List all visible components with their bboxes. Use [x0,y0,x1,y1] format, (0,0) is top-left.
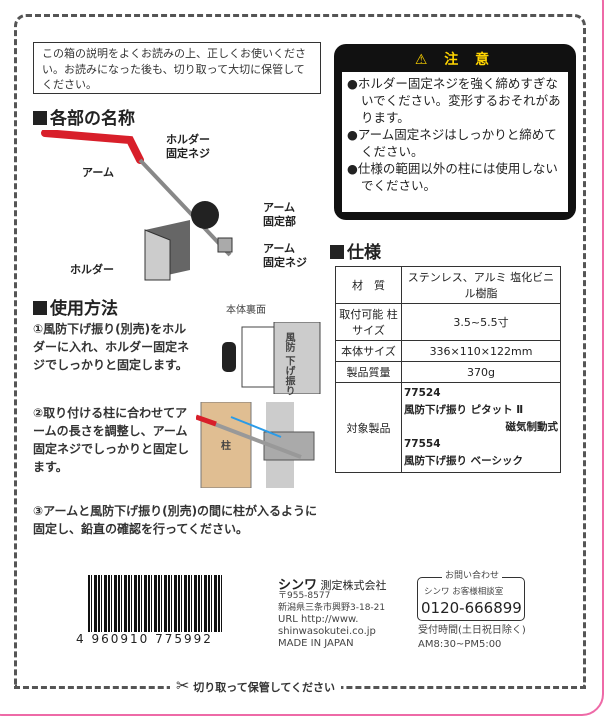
barcode-number: 4 960910 775992 [76,632,213,646]
barcode [88,575,223,632]
url-1: URL http://www. [278,614,359,625]
label-arm-fix-1: アーム [263,201,296,214]
back-illustration [222,322,321,394]
made-in: MADE IN JAPAN [278,638,354,649]
contact-desk: シンワ お客様相談室 [424,587,504,597]
company-suffix: 測定株式会社 [320,579,387,592]
contact-box: お問い合わせ シンワ お客様相談室 0120-666899 [417,570,525,621]
back-label: 本体裏面 [226,305,266,316]
target-name: 風防下げ振り ベーシック [404,455,523,467]
spec-value: ステンレス、アルミ 塩化ビニル樹脂 [401,266,561,304]
specs-heading: 仕様 [330,238,381,263]
url-2: shinwasokutei.co.jp [278,626,376,637]
target-model: 77554 [404,438,441,450]
contact-hours-time: AM8:30~PM5:00 [418,639,502,650]
contact-hours: 受付時間(土日祝日除く) [418,625,526,636]
caution-item: ●アーム固定ネジはしっかりと締めてください。 [347,127,557,159]
caution-item: ●仕様の範囲以外の柱には使用しないでください。 [347,161,558,193]
usage-step-1: ①風防下げ振り(別売)をホルダーに入れ、ホルダー固定ネジでしっかりと固定します。 [33,322,190,372]
contact-phone: 0120-666899 [421,599,522,617]
caution-box: ⚠ 注 意 ●ホルダー固定ネジを強く締めすぎないでください。変形するおそれがあり… [334,44,576,220]
label-holder: ホルダー [70,263,114,276]
cut-label: 切り取って保管してください [193,681,336,694]
target-name: 風防下げ振り ピタット Ⅱ [404,404,524,416]
contact-header: お問い合わせ [442,570,503,583]
cut-line-border [14,14,586,688]
intro-notice: この箱の説明をよくお読みの上、正しくお使いください。お読みになった後も、切り取っ… [33,42,321,94]
scissors-icon: ✂ [176,676,190,695]
product-illustration [41,130,233,281]
label-arm-fix-2: 固定部 [263,215,296,228]
company-name: シンワ 測定株式会社 [278,574,387,593]
spec-value: 336×110×122mm [401,340,561,362]
spec-value: 3.5~5.5寸 [401,303,561,341]
caution-item: ●ホルダー固定ネジを強く締めすぎないでください。変形するおそれがあります。 [347,76,561,125]
plumb-label: 風防 下げ振り [283,332,294,396]
label-holder-screw-2: 固定ネジ [166,147,210,160]
spec-key: 対象製品 [335,382,402,473]
usage-step-2: ②取り付ける柱に合わせてアームの長さを調整し、アーム固定ネジでしっかりと固定しま… [33,406,190,474]
spec-key: 取付可能 柱サイズ [335,303,402,341]
label-arm-screw-2: 固定ネジ [263,256,307,269]
target-model: 77524 [404,387,441,399]
cut-instruction: ✂ 切り取って保管してください [170,676,342,695]
address: 新潟県三条市興野3-18-21 [278,603,386,613]
label-holder-screw-1: ホルダー [166,133,210,146]
label-arm-screw-1: アーム [263,242,296,255]
spec-key: 製品質量 [335,361,402,383]
usage-heading: 使用方法 [33,294,118,319]
spec-key: 材 質 [335,266,402,304]
zip: 〒955-8577 [278,591,331,601]
mount-illustration [196,402,315,488]
usage-step-3: ③アームと風防下げ振り(別売)の間に柱が入るように固定し、鉛直の確認を行ってくだ… [33,504,318,536]
pillar-label: 柱 [221,441,231,452]
target-type: 磁気制動式 [505,421,559,433]
spec-key: 本体サイズ [335,340,402,362]
parts-heading: 各部の名称 [33,104,135,129]
caution-title: ⚠ 注 意 [414,52,496,68]
spec-value: 370g [401,361,561,383]
label-arm: アーム [82,166,115,179]
company-logo: シンワ [278,578,318,593]
